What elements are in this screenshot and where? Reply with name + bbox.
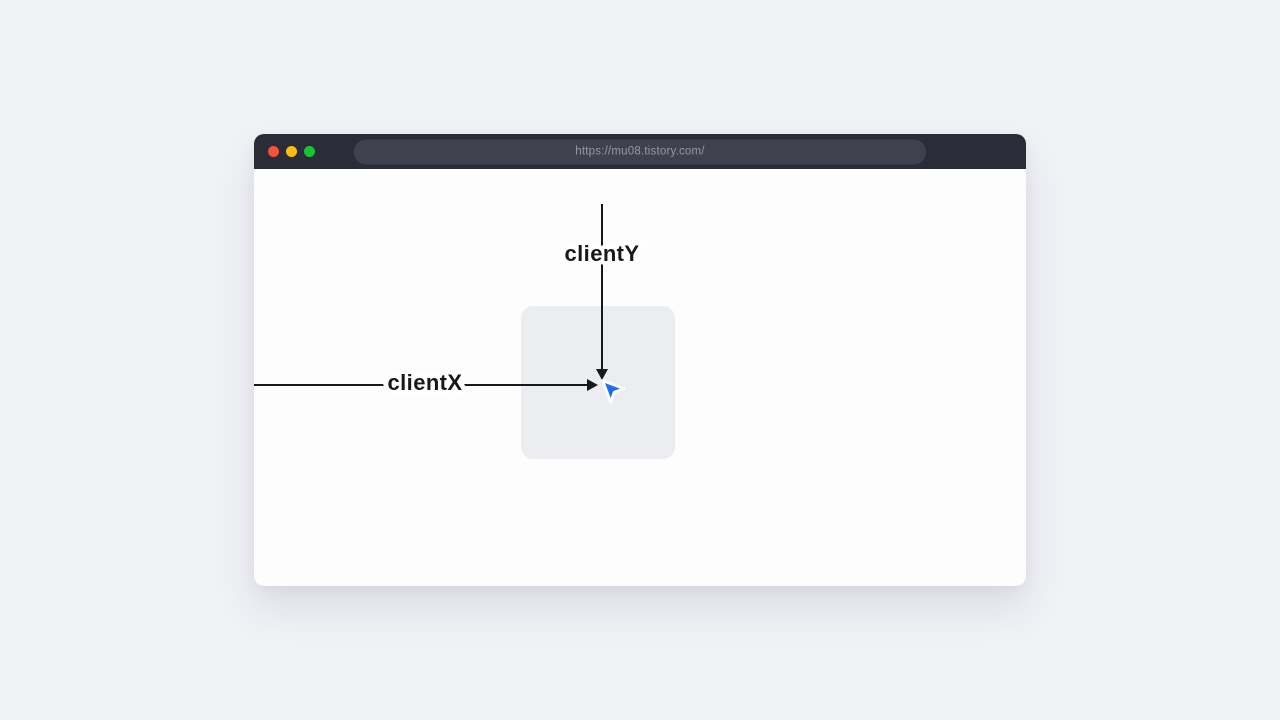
close-window-button[interactable] [268,146,279,157]
zoom-window-button[interactable] [304,146,315,157]
mouse-pointer-icon [601,379,626,404]
client-x-label: clientX [387,370,463,395]
client-x-arrow-line [254,383,589,387]
browser-viewport: clientY clientX [254,169,1026,586]
address-bar[interactable]: https://mu08.tistory.com/ [354,139,926,164]
client-y-arrow-line [600,204,604,371]
client-y-label: clientY [564,241,640,266]
traffic-lights [268,134,315,169]
mouse-pointer-shape [601,379,626,404]
client-x-arrowhead-icon [587,378,598,391]
minimize-window-button[interactable] [286,146,297,157]
target-element-box [521,306,675,459]
mock-browser-window: https://mu08.tistory.com/ clientY client… [254,134,1026,586]
client-y-arrowhead-icon [595,369,608,380]
address-bar-url: https://mu08.tistory.com/ [575,145,705,158]
browser-titlebar: https://mu08.tistory.com/ [254,134,1026,169]
